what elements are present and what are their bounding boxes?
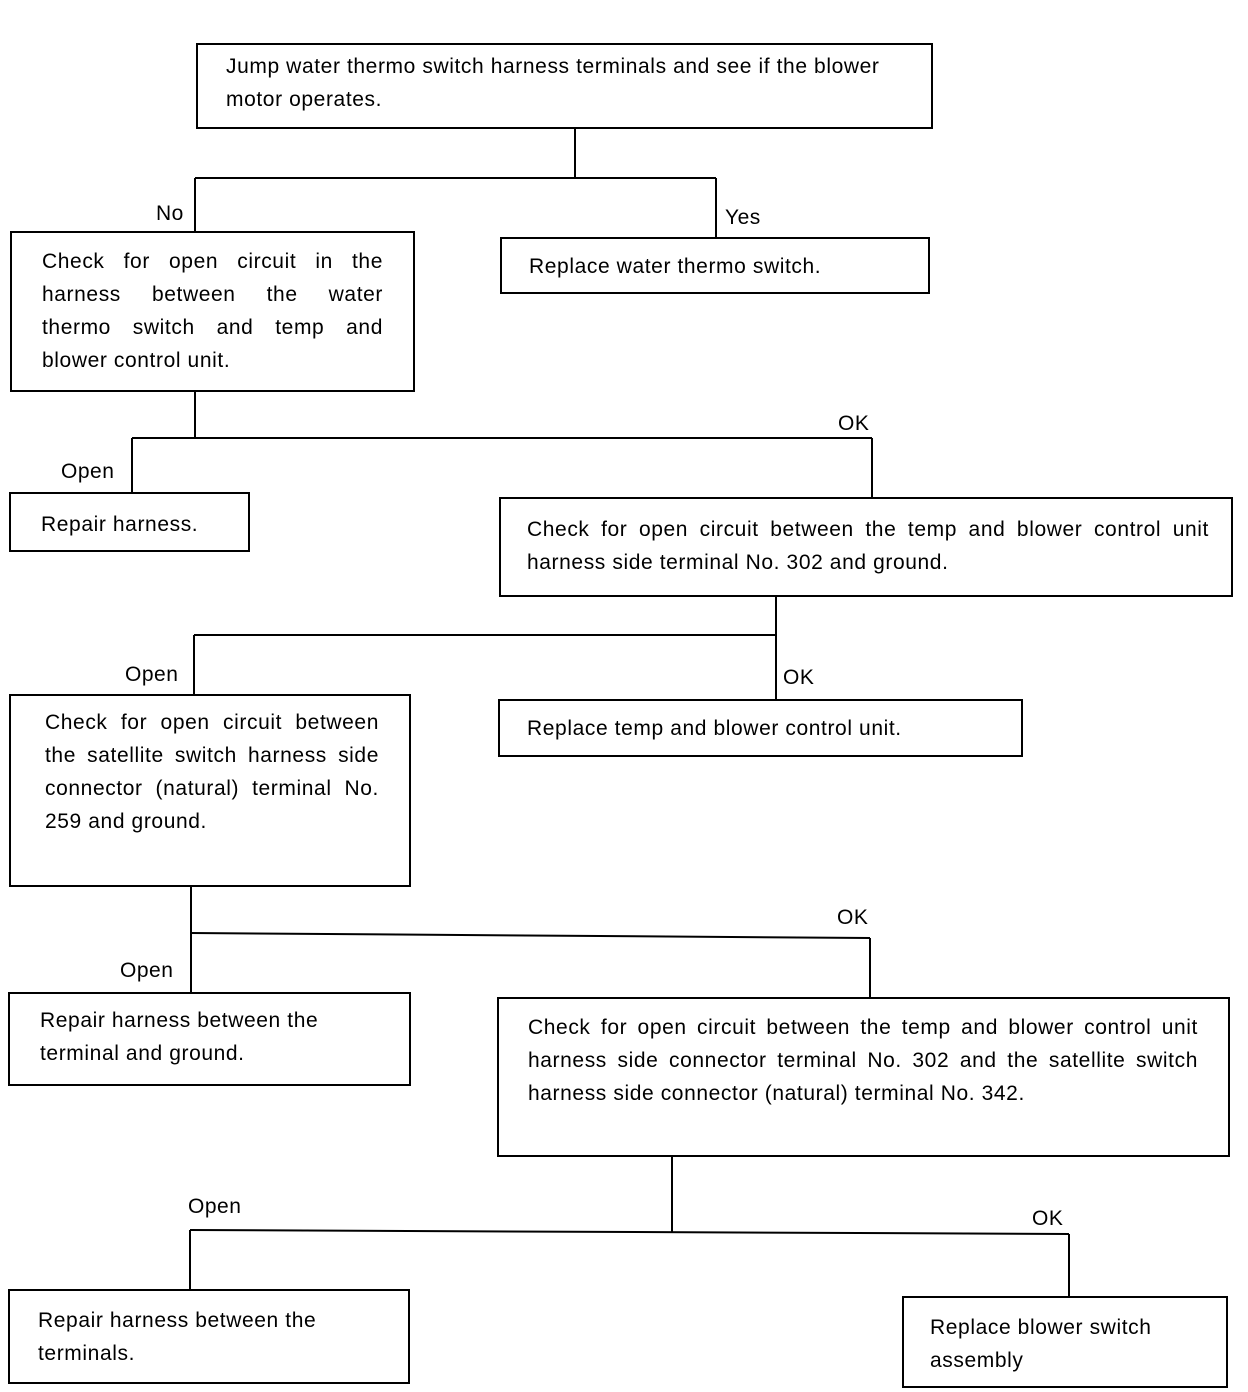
step-text: Check for open circuit between the temp …	[528, 1016, 1198, 1105]
edge-label-open: Open	[125, 663, 179, 686]
edge-label-ok: OK	[1032, 1207, 1064, 1230]
step-replace-control-unit: Replace temp and blower control unit.	[498, 699, 1023, 757]
step-text: Check for open circuit between the temp …	[527, 518, 1209, 574]
connector-n9-hbar	[189, 1229, 1070, 1235]
step-text: Check for open circuit between the satel…	[45, 711, 379, 833]
step-text: Replace blower switch assembly	[930, 1316, 1152, 1372]
step-replace-blower-switch-assembly: Replace blower switch assembly	[902, 1296, 1228, 1388]
step-replace-water-thermo-switch: Replace water thermo switch.	[500, 237, 930, 294]
step-repair-harness: Repair harness.	[9, 492, 250, 552]
step-check-harness-thermo-to-control-unit: Check for open circuit in the harness be…	[10, 231, 415, 392]
step-repair-harness-between-terminals: Repair harness between the terminals.	[8, 1289, 410, 1384]
edge-label-ok: OK	[783, 666, 815, 689]
step-repair-harness-terminal-ground: Repair harness between the terminal and …	[8, 992, 411, 1086]
edge-label-yes: Yes	[725, 206, 761, 229]
edge-label-open: Open	[61, 460, 115, 483]
step-text: Repair harness.	[41, 513, 199, 536]
step-text: Repair harness between the terminals.	[38, 1309, 317, 1365]
step-check-terminal-302-to-342: Check for open circuit between the temp …	[497, 997, 1230, 1157]
connector-n6-hbar	[190, 932, 871, 939]
step-text: Check for open circuit in the harness be…	[42, 250, 383, 372]
step-check-satellite-switch-terminal-259: Check for open circuit between the satel…	[9, 694, 411, 887]
step-check-terminal-302-ground: Check for open circuit between the temp …	[499, 497, 1233, 597]
edge-label-open: Open	[188, 1195, 242, 1218]
edge-label-no: No	[156, 202, 184, 225]
step-text: Repair harness between the terminal and …	[40, 1009, 319, 1065]
step-text: Jump water thermo switch harness termina…	[226, 55, 880, 111]
step-jump-water-thermo-switch: Jump water thermo switch harness termina…	[196, 43, 933, 129]
step-text: Replace water thermo switch.	[529, 255, 822, 278]
edge-label-ok: OK	[838, 412, 870, 435]
step-text: Replace temp and blower control unit.	[527, 717, 902, 740]
edge-label-ok: OK	[837, 906, 869, 929]
edge-label-open: Open	[120, 959, 174, 982]
